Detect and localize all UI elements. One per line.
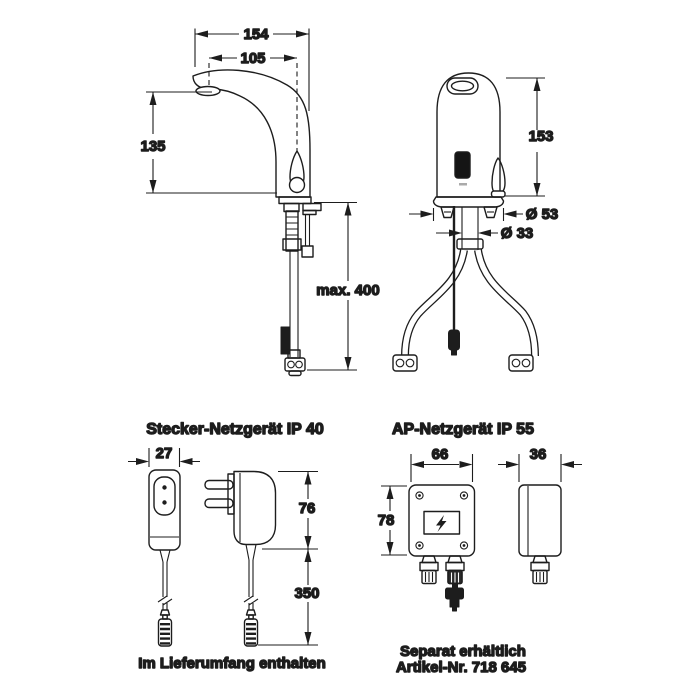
cable-gland [530, 555, 550, 585]
surface-power-supply: AP-Netzgerät IP 55 66 36 [377, 420, 582, 677]
dim-outlet-height-label: 135 [140, 138, 165, 155]
cable-connector [157, 609, 173, 647]
plug-power-supply-title: Stecker-Netzgerät IP 40 [146, 421, 324, 438]
dimension-hose-length: max. 400 [307, 201, 380, 371]
brand-mark [459, 183, 467, 186]
plug-power-supply-caption: Im Lieferumfang enthalten [138, 655, 326, 672]
lever-foot [490, 190, 506, 198]
dimension-cable-length: 350 [258, 549, 320, 646]
cable-connector [243, 609, 259, 647]
plug-power-supply: Stecker-Netzgerät IP 40 27 [128, 420, 326, 673]
connection-hoses [392, 249, 539, 372]
warning-label [423, 510, 461, 535]
mounting-hardware [278, 196, 322, 258]
plug-front-view [148, 469, 181, 647]
sensor-window [454, 151, 471, 179]
lightning-bolt-icon [436, 515, 447, 532]
dim-box-depth-label: 36 [530, 446, 547, 463]
dimension-plug-height: 76 [262, 470, 318, 550]
dimension-plug-width: 27 [128, 444, 200, 467]
sensor-cable [448, 206, 460, 356]
cable-gland [419, 555, 439, 585]
aerator-outlet [195, 85, 221, 97]
dimension-box-depth: 36 [498, 445, 582, 482]
dim-base-diameter-label: Ø 53 [526, 206, 559, 223]
dim-cable-length-label: 350 [294, 585, 319, 602]
dimension-height: 153 [504, 77, 554, 197]
flange-tabs [440, 206, 498, 219]
faucet-side-view: 154 105 135 max. 400 [140, 25, 380, 377]
surface-power-supply-title: AP-Netzgerät IP 55 [392, 421, 534, 438]
dimension-shaft-diameter: Ø 33 [436, 224, 534, 243]
dimension-box-width: 66 [410, 445, 474, 482]
plug-side-view [204, 470, 277, 647]
dim-shaft-diameter-label: Ø 33 [501, 225, 534, 242]
dimension-spout-reach: 105 [209, 49, 297, 68]
dimension-base-diameter: Ø 53 [409, 205, 559, 224]
faucet-front-body [436, 72, 501, 198]
dim-plug-width-label: 27 [156, 445, 173, 462]
dim-box-height-label: 78 [378, 512, 395, 529]
dimension-total-length: 154 [194, 25, 310, 111]
dim-box-width-label: 66 [432, 446, 449, 463]
dim-total-length-label: 154 [243, 26, 269, 43]
surface-power-supply-caption-2: Artikel-Nr. 718 645 [396, 659, 526, 676]
surface-power-supply-caption-1: Separat erhältlich [400, 643, 526, 660]
spout-opening-inner [450, 80, 475, 92]
dim-plug-height-label: 76 [299, 500, 316, 517]
supply-hose [280, 250, 306, 377]
output-cable-plug [445, 583, 464, 612]
base-flange [432, 196, 505, 208]
lever-knob [288, 176, 306, 194]
spout-opening-outer [446, 77, 479, 95]
dimension-box-height: 78 [377, 485, 407, 556]
faucet-front-view: 153 Ø 53 Ø 33 [392, 72, 559, 372]
dimension-outlet-height: 135 [140, 91, 277, 194]
dim-height-label: 153 [528, 128, 553, 145]
temperature-lever-front [491, 157, 506, 195]
cable-plug-side [280, 326, 291, 355]
dim-spout-reach-label: 105 [240, 50, 265, 67]
box-front-view [408, 484, 476, 612]
dim-hose-length-label: max. 400 [316, 282, 379, 299]
corner-screws [415, 491, 469, 550]
threaded-shaft [456, 207, 484, 250]
box-side-view [518, 484, 562, 585]
